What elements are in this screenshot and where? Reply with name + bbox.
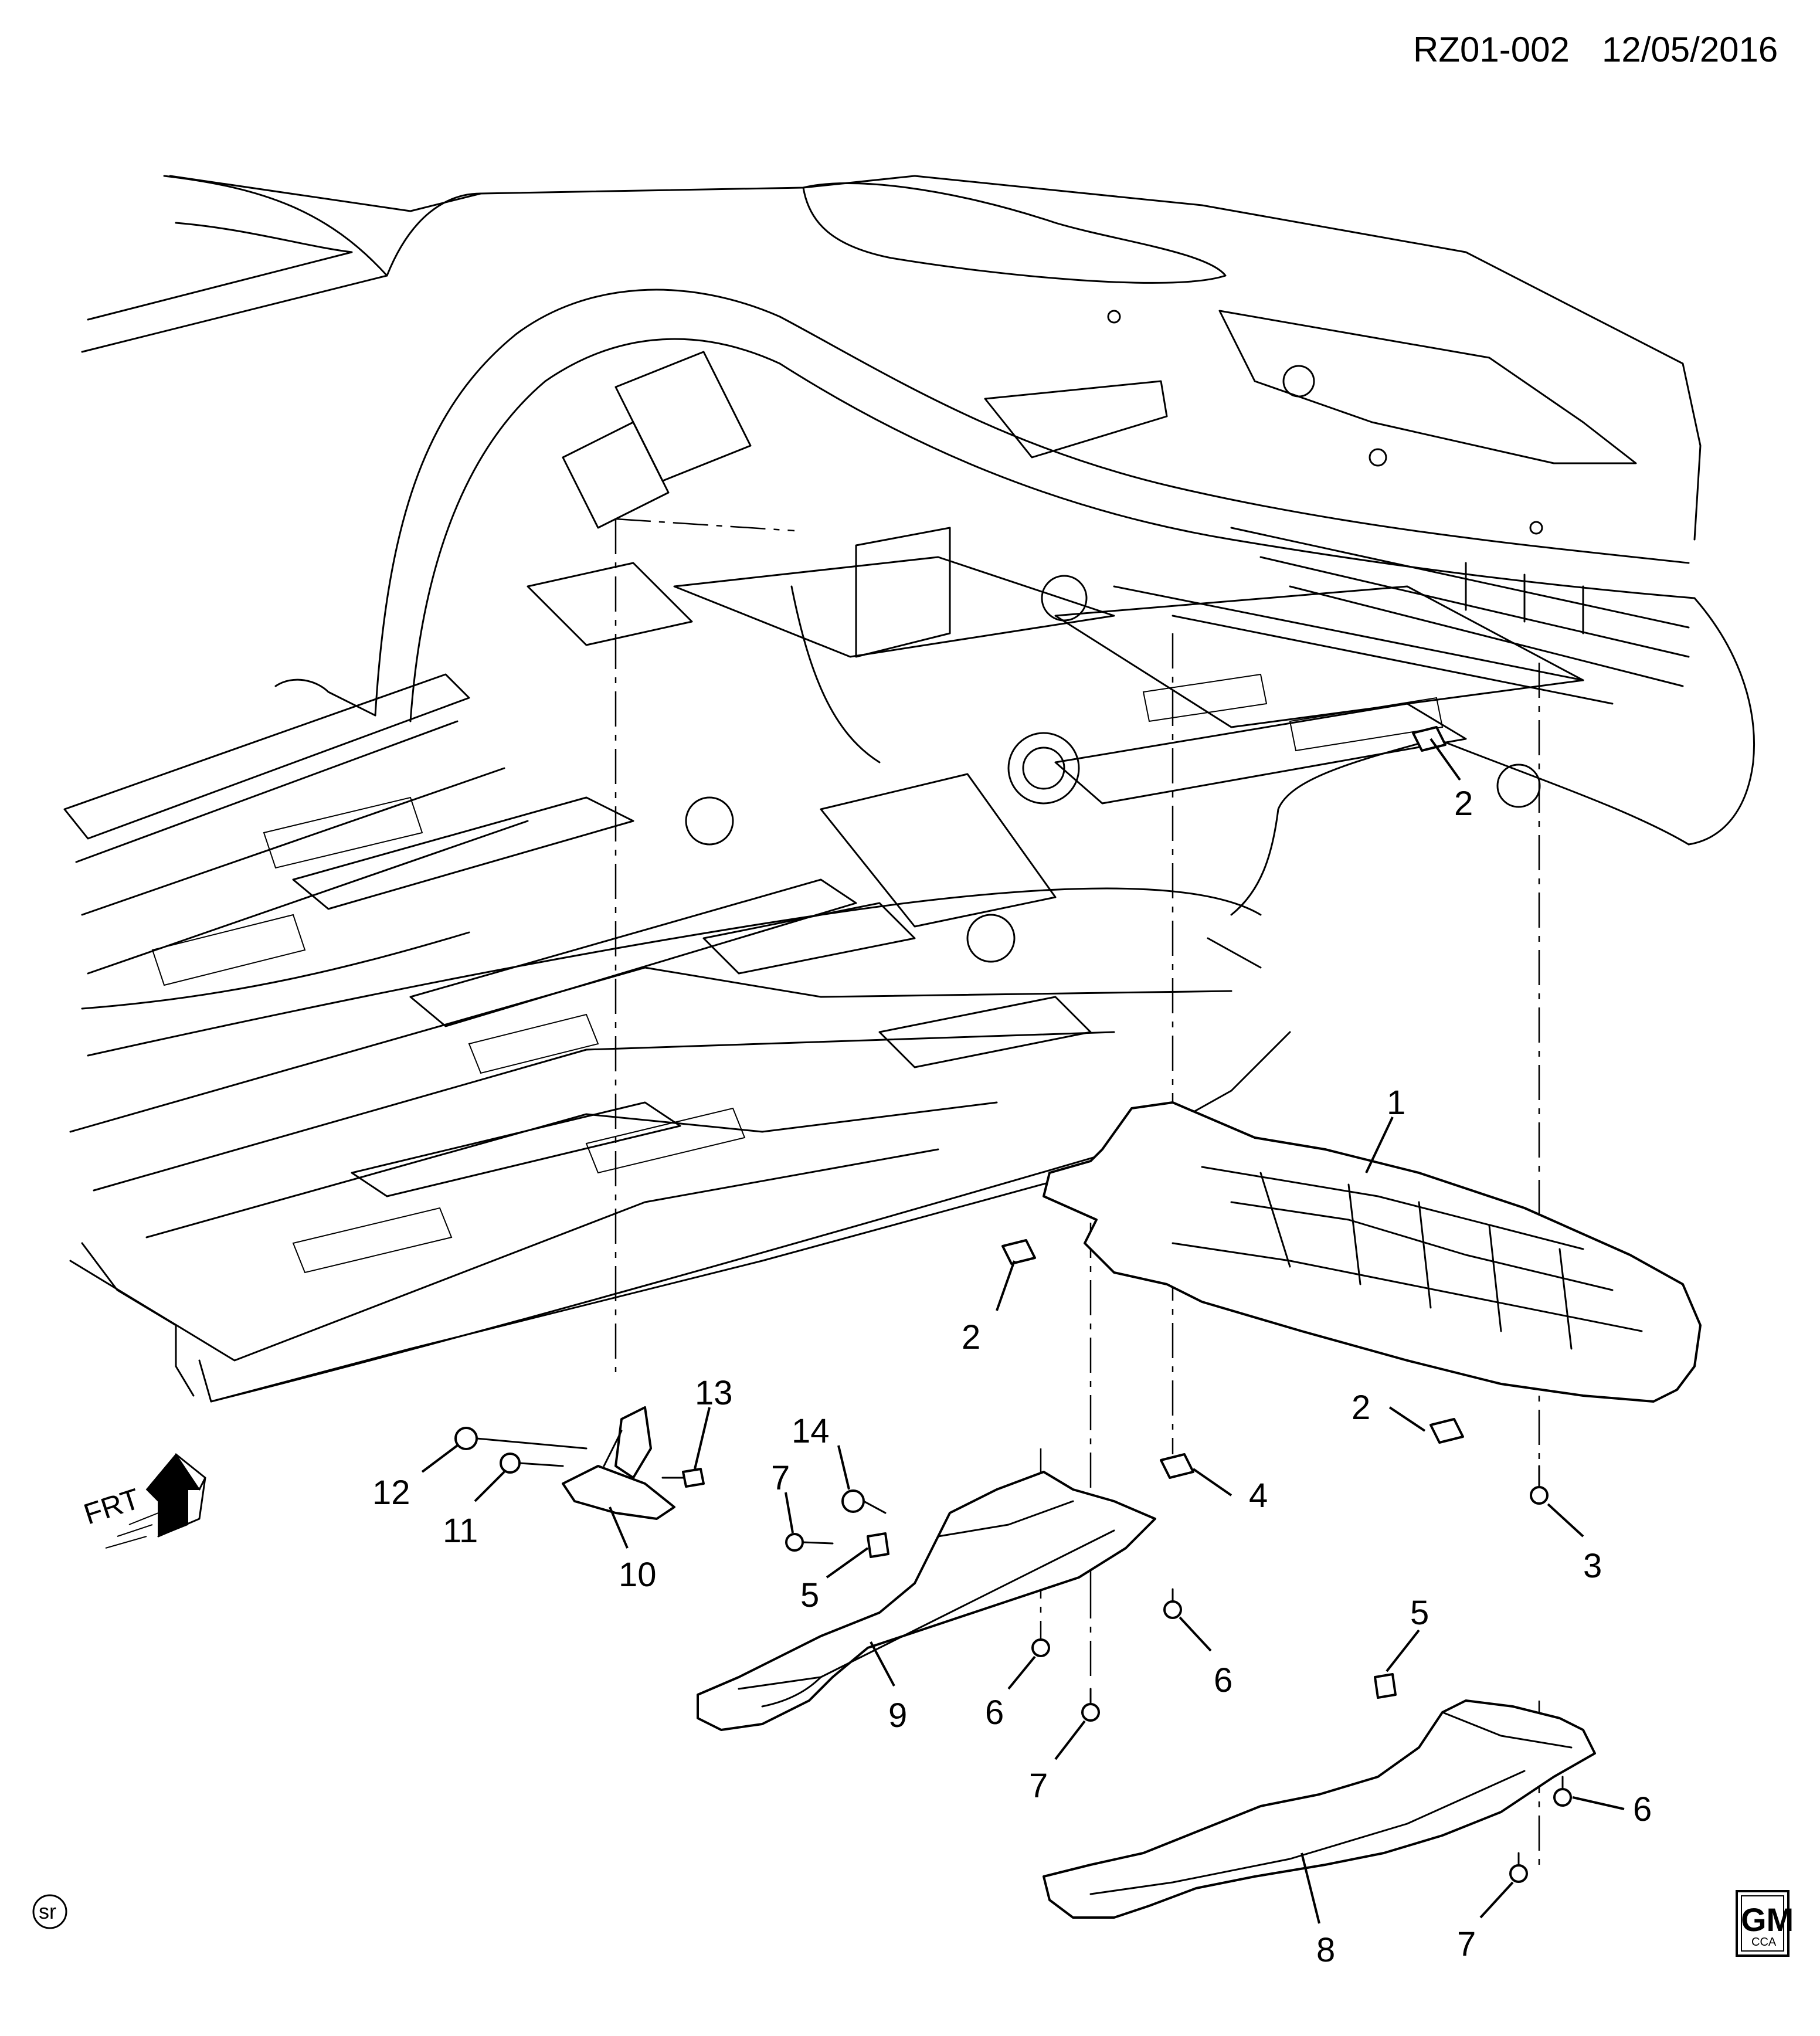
label-part-5-left: 5 [800,1576,819,1614]
label-part-2-right: 2 [1352,1389,1370,1427]
bolt-6-mid-shape [1163,1600,1182,1619]
label-part-6-mid: 6 [1214,1661,1232,1699]
label-part-2-left: 2 [962,1318,980,1356]
bolt-11-shape [500,1453,521,1474]
clip-2-upper-shape [1412,726,1447,752]
bracket-part-10 [562,1406,675,1520]
sr-mark-text: sr [39,1899,56,1923]
underbody-shield-part-1 [1043,1101,1702,1403]
label-part-7-right: 7 [1457,1925,1476,1963]
label-part-1: 1 [1387,1084,1405,1122]
label-part-7-top: 7 [771,1459,790,1497]
bolt-6-right-shape [1553,1788,1572,1807]
diagram-ref-code: RZ01-002 [1413,30,1570,69]
callout-labels: 1 2 2 2 3 4 5 5 6 6 6 7 7 7 8 9 10 11 12… [372,785,1652,1969]
front-label: FRT [80,1482,144,1531]
nut-5-right-shape [1374,1673,1397,1699]
nut-5-left-shape [867,1532,889,1558]
sr-mark: sr [32,1894,67,1929]
clip-2-left-shape [1001,1239,1036,1265]
callout-leaders [421,738,1625,1924]
label-part-6-left: 6 [985,1694,1004,1732]
gm-logo: GM CCA [1736,1890,1794,1957]
diagram-date: 12/05/2016 [1602,30,1778,69]
label-part-7-mid: 7 [1029,1767,1048,1805]
nut-4-shape [1160,1453,1194,1479]
air-deflector-part-8 [1043,1699,1596,1919]
clip-13-shape [682,1468,705,1488]
label-part-14: 14 [792,1412,830,1450]
bolt-6-left-shape [1031,1638,1050,1657]
air-deflector-part-9 [697,1471,1156,1731]
front-direction-indicator: FRT [80,1453,206,1549]
fasteners [454,726,1572,1883]
gm-logo-text: GM [1741,1901,1794,1938]
nut-12-shape [454,1427,478,1450]
label-part-4: 4 [1249,1477,1268,1515]
clip-2-right-shape [1429,1418,1464,1444]
bolt-3-shape [1530,1486,1549,1505]
label-part-10: 10 [619,1556,657,1594]
gm-logo-subtext: CCA [1751,1936,1777,1949]
label-part-5-right: 5 [1410,1594,1429,1632]
label-part-3: 3 [1583,1547,1602,1585]
bolt-7-mid-shape [1081,1703,1100,1722]
bolt-7-top-shape [785,1533,804,1552]
bolt-7-right-shape [1509,1864,1528,1883]
nut-14-shape [841,1489,865,1513]
label-part-2-upper: 2 [1454,785,1473,823]
front-arrow-icon [145,1453,201,1538]
label-part-12: 12 [372,1474,410,1512]
label-part-8: 8 [1316,1931,1335,1969]
vehicle-underbody-illustration [63,175,1756,1403]
label-part-9: 9 [888,1696,907,1735]
label-part-13: 13 [695,1374,733,1412]
label-part-6-right: 6 [1633,1790,1652,1828]
label-part-11: 11 [443,1512,478,1550]
